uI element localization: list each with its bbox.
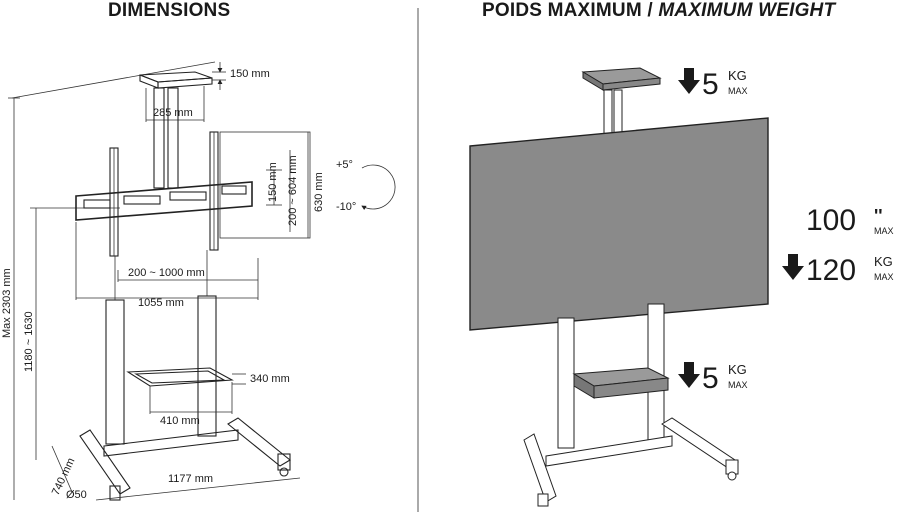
dimension-drawing: 150 mm 285 mm 150 mm 200 ~ 604 mm 630 mm… <box>1 61 396 501</box>
down-arrow-icon <box>782 254 804 280</box>
top-shelf-weight-unit: KG <box>728 68 747 83</box>
max-weight-title-italic: MAXIMUM WEIGHT <box>658 0 836 21</box>
top-shelf-weight-value: 5 <box>702 68 719 101</box>
media-shelf-width-label: 410 mm <box>160 415 200 427</box>
screen-size-max: MAX <box>874 226 894 236</box>
lower-shelf-weight-value: 5 <box>702 362 719 395</box>
vesa-range-h-label: 200 ~ 1000 mm <box>128 267 205 279</box>
screen-weight-unit: KG <box>874 254 893 269</box>
top-shelf-weight-max: MAX <box>728 86 748 96</box>
vesa-inner-label: 150 mm <box>267 162 279 202</box>
camera-shelf-height-label: 150 mm <box>230 68 270 80</box>
lower-shelf-weight-unit: KG <box>728 362 747 377</box>
weight-illustration: 5 KG MAX 100 '' MAX 120 KG MAX 5 KG MAX <box>469 67 894 507</box>
vesa-range-v-label: 200 ~ 604 mm <box>287 155 299 226</box>
down-arrow-icon <box>678 68 700 94</box>
dimensions-title: DIMENSIONS <box>108 0 231 21</box>
media-shelf-height-label: 340 mm <box>250 373 290 385</box>
screen-size-unit: '' <box>874 206 883 226</box>
frame-width-label: 1055 mm <box>138 297 184 309</box>
tilt-up-label: +5° <box>336 159 353 171</box>
screen-weight-value: 120 <box>806 254 856 287</box>
screen-size-value: 100 <box>806 204 856 237</box>
screen-weight-max: MAX <box>874 272 894 282</box>
base-length-label: 1177 mm <box>168 473 213 485</box>
frame-height-label: 630 mm <box>313 172 325 212</box>
camera-shelf-width-label: 285 mm <box>153 107 193 119</box>
max-height-label: Max 2303 mm <box>1 268 13 338</box>
tilt-down-label: -10° <box>336 201 356 213</box>
tv-screen <box>469 117 769 331</box>
max-weight-title: POIDS MAXIMUM / MAXIMUM WEIGHT <box>482 0 835 22</box>
down-arrow-icon <box>678 362 700 388</box>
lower-shelf-weight-max: MAX <box>728 380 748 390</box>
height-range-label: 1180 ~ 1630 <box>23 311 35 372</box>
max-weight-title-plain: POIDS MAXIMUM / <box>482 0 659 21</box>
caster-label: Ø50 <box>66 489 87 501</box>
